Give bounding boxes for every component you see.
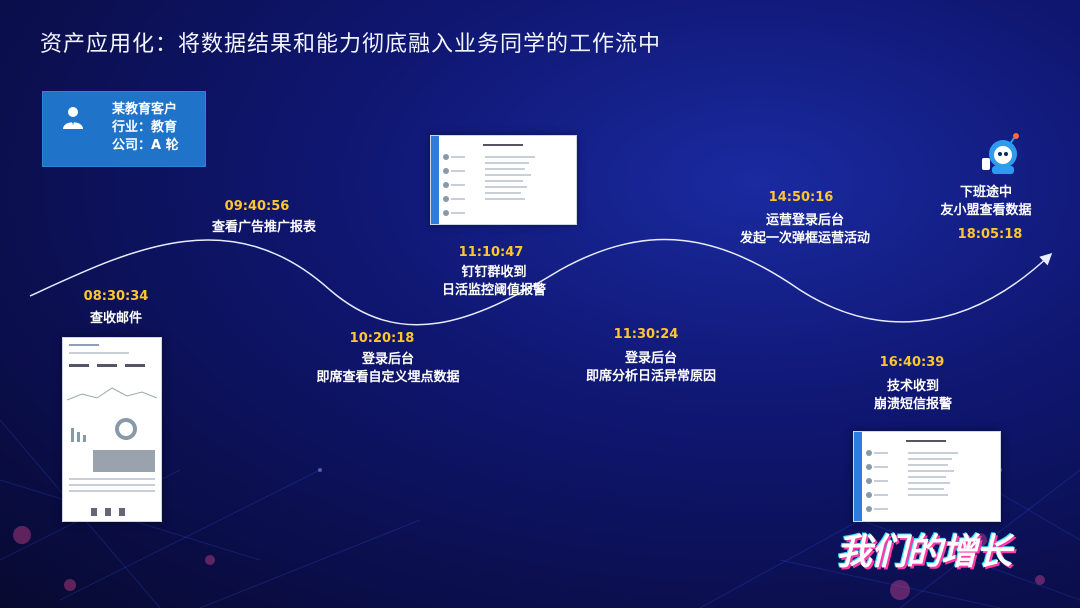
event-time-6: 14:50:16 xyxy=(768,190,834,205)
customer-name: 某教育客户 xyxy=(112,102,178,117)
event-desc-line: 钉钉群收到 xyxy=(461,265,527,280)
event-desc-line: 查看广告推广报表 xyxy=(211,220,317,235)
event-desc-line: 崩溃短信报警 xyxy=(873,397,953,412)
event-time-1: 08:30:34 xyxy=(83,289,149,304)
event-desc-line: 友小盟查看数据 xyxy=(940,203,1032,218)
customer-card: 某教育客户 行业：教育 公司：A 轮 xyxy=(42,91,206,167)
event-desc-8: 下班途中 友小盟查看数据 xyxy=(940,184,1031,220)
event-time-8: 18:05:18 xyxy=(957,227,1023,242)
event-desc-4: 钉钉群收到 日活监控阈值报警 xyxy=(442,264,546,300)
event-time-3: 10:20:18 xyxy=(349,331,415,346)
email-report-thumbnail xyxy=(62,337,162,522)
customer-company: 公司：A 轮 xyxy=(112,138,179,153)
page-title: 资产应用化：将数据结果和能力彻底融入业务同学的工作流中 xyxy=(40,32,662,57)
event-desc-3: 登录后台 即席查看自定义埋点数据 xyxy=(316,351,459,387)
customer-industry: 行业：教育 xyxy=(112,120,178,135)
event-desc-line: 发起一次弹框运营活动 xyxy=(739,231,871,246)
event-desc-5: 登录后台 即席分析日活异常原因 xyxy=(586,350,716,386)
event-desc-7: 技术收到 崩溃短信报警 xyxy=(874,378,952,414)
event-desc-line: 登录后台 xyxy=(624,351,678,366)
event-desc-line: 日活监控阈值报警 xyxy=(441,283,547,298)
dingtalk-alert-thumbnail xyxy=(430,135,577,225)
robot-mascot-icon xyxy=(982,133,1019,174)
event-desc-line: 下班途中 xyxy=(959,185,1013,200)
event-desc-2: 查看广告推广报表 xyxy=(212,219,316,237)
event-desc-line: 即席分析日活异常原因 xyxy=(585,369,717,384)
brand-logo: 我们的增长 xyxy=(836,532,1012,573)
event-desc-line: 查收邮件 xyxy=(89,311,143,326)
event-desc-line: 登录后台 xyxy=(361,352,415,367)
crash-alert-thumbnail xyxy=(853,431,1001,522)
event-desc-line: 技术收到 xyxy=(886,379,940,394)
event-time-4: 11:10:47 xyxy=(458,245,524,260)
event-time-5: 11:30:24 xyxy=(613,327,679,342)
event-time-2: 09:40:56 xyxy=(224,199,290,214)
event-desc-line: 运营登录后台 xyxy=(765,213,845,228)
event-desc-6: 运营登录后台 发起一次弹框运营活动 xyxy=(740,212,870,248)
event-desc-1: 查收邮件 xyxy=(90,310,142,328)
user-icon xyxy=(63,107,83,129)
event-time-7: 16:40:39 xyxy=(879,355,945,370)
event-desc-line: 即席查看自定义埋点数据 xyxy=(316,370,460,385)
